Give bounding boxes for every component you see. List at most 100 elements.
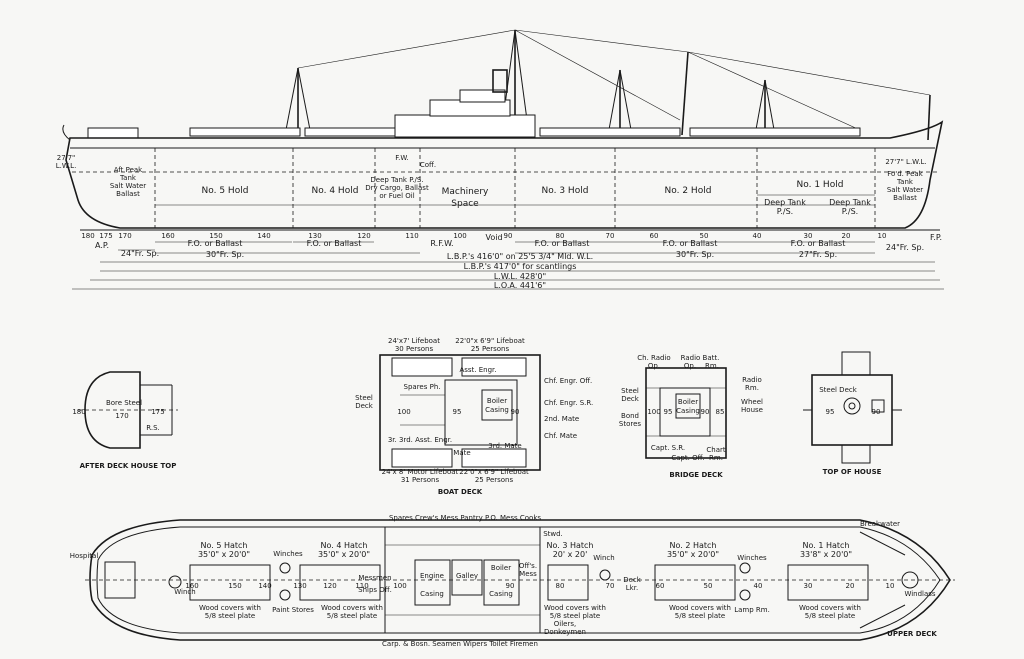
hatch1-label-2: 33'8" x 20'0" — [800, 550, 852, 559]
void-label: Void — [485, 233, 502, 242]
capt-off-label: Capt. Off. — [671, 454, 704, 462]
hold-2-label: No. 2 Hold — [665, 186, 712, 196]
steel-deck-2: Deck — [355, 402, 374, 410]
upper-deck: Hospital Spares Crew's Mess Pantry P.O. … — [70, 514, 955, 648]
deep-tank-2-label-2: P./S. — [842, 207, 858, 216]
after-deck-house-caption: AFTER DECK HOUSE TOP — [80, 462, 177, 470]
covers1-1: Wood covers with — [799, 604, 861, 612]
boiler-casing-2: Casing — [489, 590, 513, 598]
lbp-416: L.B.P.'s 416'0" on 25'5 3/4" Mld. W.L. — [447, 252, 593, 261]
aft-peak-label-4: Ballast — [116, 190, 140, 198]
frame-label: 100 — [393, 582, 406, 590]
galley-label: Galley — [456, 572, 478, 580]
covers3-1: Wood covers with — [544, 604, 606, 612]
top-of-house-caption: TOP OF HOUSE — [823, 468, 882, 476]
winch-aft-label: Winch — [174, 588, 195, 596]
fo-ballast-4: F.O. or Ballast — [307, 239, 362, 248]
engine-casing-2: Casing — [420, 590, 444, 598]
aft-peak-label-3: Salt Water — [110, 182, 146, 190]
lifeboat-br-1: 22'0"x 6'9" Lifeboat — [459, 468, 529, 476]
mate-label: Mate — [453, 449, 470, 457]
deep-tank-2-label-1: Deep Tank — [829, 198, 871, 207]
upper-deck-caption: UPPER DECK — [887, 630, 937, 638]
radio-batt-rm: Rm. — [705, 362, 719, 370]
asst-engr-label: Asst. Engr. — [459, 366, 496, 374]
fp-label: F.P. — [930, 233, 942, 242]
hospital-label: Hospital — [70, 552, 99, 560]
hold-3-label: No. 3 Hold — [542, 186, 589, 196]
lamp-rm-label: Lamp Rm. — [734, 606, 770, 614]
chart-rm-2: Rm. — [709, 454, 723, 462]
covers5-2: 5/8 steel plate — [205, 612, 255, 620]
deep-tank-ps-label-3: or Fuel Oil — [379, 192, 414, 200]
machinery-label-1: Machinery — [442, 187, 489, 197]
frame-label: 170 — [118, 232, 131, 240]
lifeboat-bl-1: 24'x 8' Motor Lifeboat — [382, 468, 459, 476]
lifeboat-tl-1: 24'x7' Lifeboat — [388, 337, 440, 345]
top-of-house: Steel Deck 95 90 TOP OF HOUSE — [803, 351, 902, 476]
covers3-2: 5/8 steel plate — [550, 612, 600, 620]
after-deck-house-top: Bore Steel 180 170 175 R.S. AFTER DECK H… — [72, 371, 178, 470]
lwl-fwd-label: 27'7" L.W.L. — [885, 158, 926, 166]
frame-label: 60 — [656, 582, 665, 590]
frame-label: 85 — [716, 408, 725, 416]
frame-label: 120 — [357, 232, 370, 240]
radio-batt-label: Radio Batt. — [681, 354, 720, 362]
hatch2-label-1: No. 2 Hatch — [670, 541, 717, 550]
spacing-30-fwd: 30"Fr. Sp. — [676, 250, 714, 259]
frame-label: 175 — [99, 232, 112, 240]
boiler-casing-2: Casing — [485, 406, 509, 414]
lifeboat-bl-2: 31 Persons — [401, 476, 440, 484]
chf-engr-sr: Chf. Engr. S.R. — [544, 399, 593, 407]
frame-label: 160 — [161, 232, 174, 240]
fore-peak-label-4: Ballast — [893, 194, 917, 202]
frame-label: 180 — [81, 232, 94, 240]
frame-label: 170 — [115, 412, 128, 420]
boiler-casing-1: Boiler — [678, 398, 698, 406]
loa-441: L.O.A. 441'6" — [494, 281, 546, 290]
frame-label: 95 — [826, 408, 835, 416]
lwl-428: L.W.L. 428'0" — [494, 272, 546, 281]
lifeboat-tr-2: 25 Persons — [471, 345, 510, 353]
fo-ballast-3: F.O. or Ballast — [535, 239, 590, 248]
bond-stores-2: Stores — [619, 420, 642, 428]
coff-label: Coff. — [420, 161, 436, 169]
frame-label: 80 — [556, 232, 565, 240]
covers4-2: 5/8 steel plate — [327, 612, 377, 620]
winches2-label: Winches — [737, 554, 767, 562]
radio-rm-2: Rm. — [745, 384, 759, 392]
second-mate: 2nd. Mate — [544, 415, 579, 423]
rs-label: R.S. — [146, 424, 160, 432]
frame-label: 95 — [664, 408, 673, 416]
frame-label: 90 — [872, 408, 881, 416]
frame-label: 160 — [185, 582, 198, 590]
frame-label: 90 — [504, 232, 513, 240]
lwl-aft-label-1: 27'7" — [57, 154, 76, 162]
steel-deck-label: Steel Deck — [819, 386, 858, 394]
spares-ph-label: Spares Ph. — [404, 383, 441, 391]
chf-engr-off: Chf. Engr. Off. — [544, 377, 592, 385]
frame-label: 10 — [878, 232, 887, 240]
frame-label: 150 — [209, 232, 222, 240]
third-mate-label: 3rd. Mate — [488, 442, 521, 450]
breakwater-label: Breakwater — [860, 520, 900, 528]
chf-mate: Chf. Mate — [544, 432, 577, 440]
ch-radio-op: Op. — [648, 362, 660, 370]
frame-label: 150 — [228, 582, 241, 590]
hatch4-label-2: 35'0" x 20'0" — [318, 550, 370, 559]
stwd-label: Stwd. — [543, 530, 563, 538]
frame-label: 110 — [355, 582, 368, 590]
machinery-label-2: Space — [451, 199, 479, 209]
third-asst-label: 3r. 3rd. Asst. Engr. — [388, 436, 452, 444]
frame-label: 140 — [258, 582, 271, 590]
hatch4-label-1: No. 4 Hatch — [321, 541, 368, 550]
hatch5-label-1: No. 5 Hatch — [201, 541, 248, 550]
deep-tank-ps-label-2: Dry Cargo, Ballast — [365, 184, 429, 192]
frame-label: 80 — [556, 582, 565, 590]
bond-stores-1: Bond — [621, 412, 639, 420]
winches-label: Winches — [273, 550, 303, 558]
deck-lkr-2: Lkr. — [626, 584, 638, 592]
hold-1-label: No. 1 Hold — [797, 180, 844, 190]
lifeboat-tr-1: 22'0"x 6'9" Lifeboat — [455, 337, 525, 345]
capt-sr-label: Capt. S.R. — [651, 444, 685, 452]
